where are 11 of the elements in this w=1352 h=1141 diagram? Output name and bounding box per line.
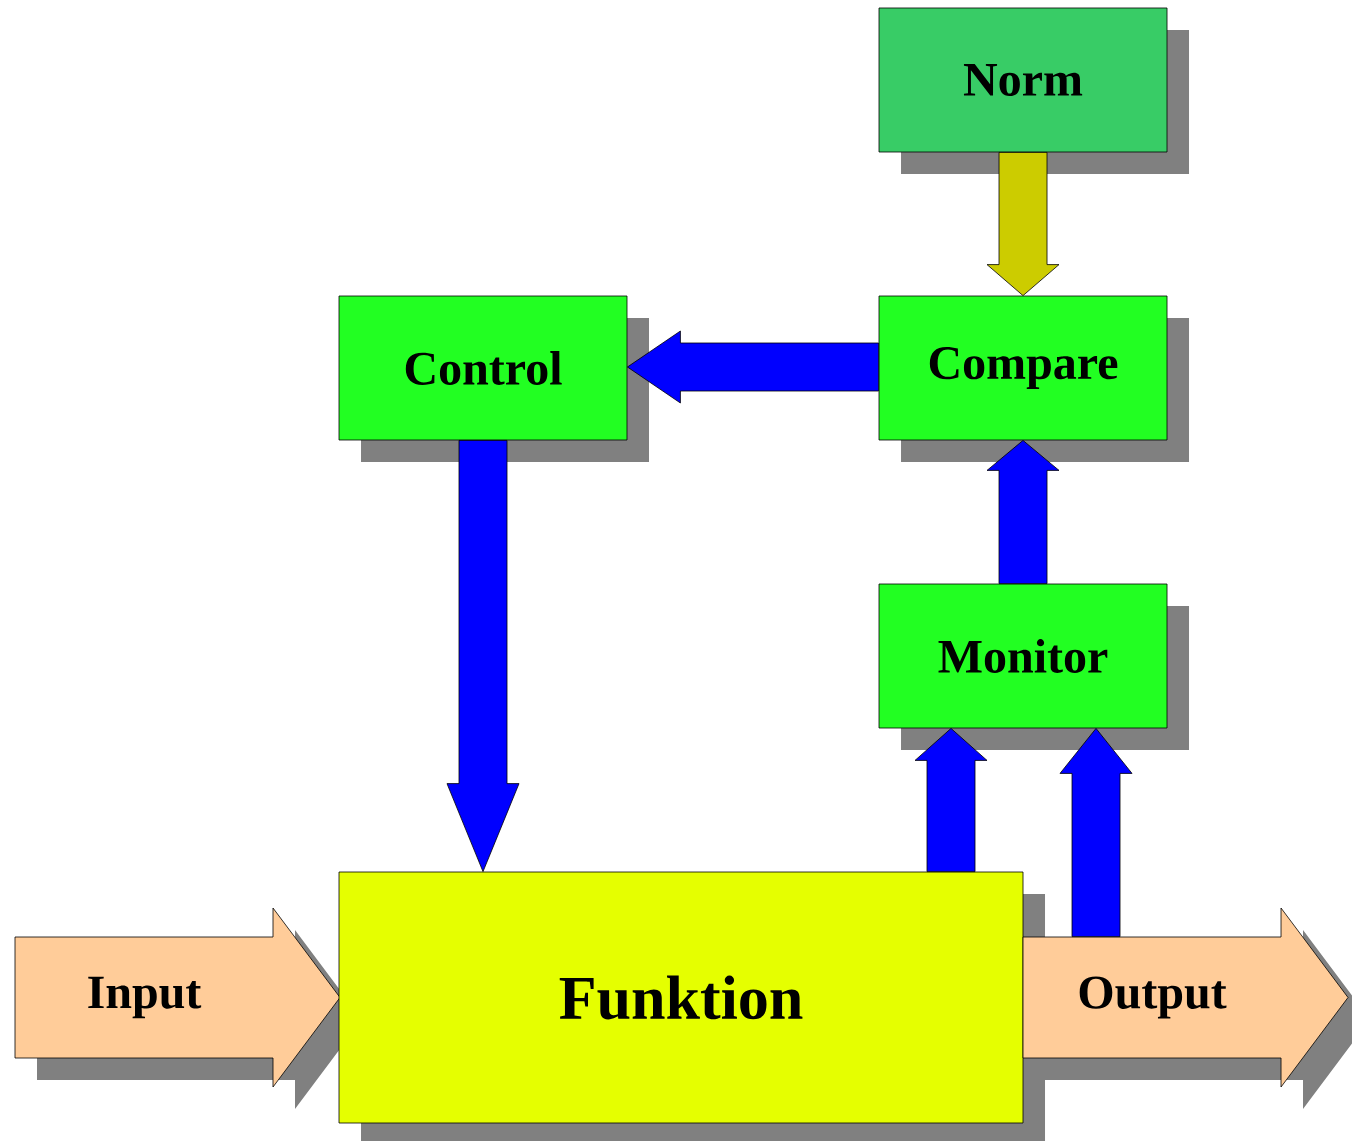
process-box: Funktion [338,871,1045,1141]
process-box: Control [338,295,649,462]
process-box: Compare [878,295,1189,462]
arrow [446,440,520,872]
arrow [914,728,988,872]
process-box: Monitor [878,583,1189,750]
arrow [986,152,1060,296]
process-box: Norm [878,7,1189,174]
arrow [986,440,1060,584]
arrow [627,330,879,404]
arrow [1059,728,1133,937]
